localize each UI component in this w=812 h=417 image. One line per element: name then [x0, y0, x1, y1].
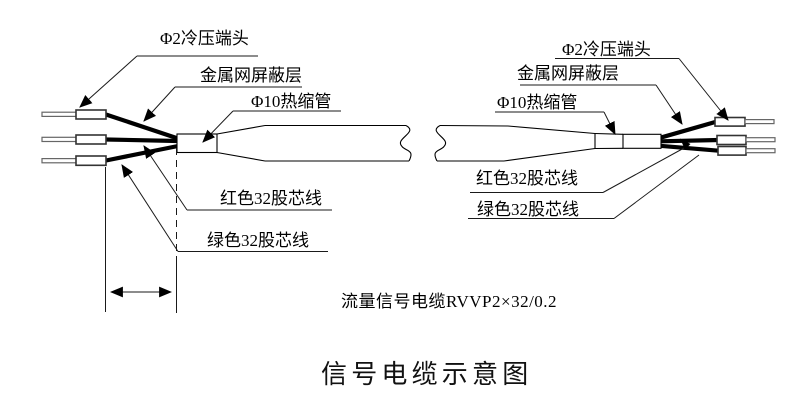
label-heat-shrink-left: Φ10热缩管	[251, 92, 331, 111]
right-green-core-wire	[659, 143, 721, 153]
terminal-pin	[41, 136, 78, 143]
cable-break-symbol	[434, 125, 447, 162]
cold-pressed-terminal	[75, 109, 107, 120]
leader-red-core	[602, 147, 685, 193]
cold-pressed-terminal	[75, 155, 107, 167]
terminal-pin	[744, 118, 775, 125]
right-core-wires	[659, 119, 721, 153]
right-red-core-wire	[659, 137, 720, 144]
label-cold-terminal-right: Φ2冷压端头	[562, 40, 651, 59]
figure-title: 信号电缆示意图	[321, 359, 532, 389]
label-green-core-right: 绿色32股芯线	[477, 200, 579, 219]
dimension-indicator	[105, 148, 177, 313]
right-callouts: Φ2冷压端头 金属网屏蔽层 Φ10热缩管 红色32股芯线 绿色32股芯线	[468, 40, 729, 219]
taper-edge	[503, 147, 596, 162]
left-heat-shrink-tube	[176, 133, 218, 154]
cold-pressed-terminal	[714, 116, 746, 127]
leader-green-core	[613, 154, 700, 219]
cold-pressed-terminal	[75, 134, 107, 145]
leader-green-core	[121, 164, 179, 252]
right-shield-wire	[659, 119, 718, 140]
label-green-core-left: 绿色32股芯线	[207, 231, 309, 250]
cable-edge	[439, 124, 509, 127]
right-cable-body	[434, 124, 624, 162]
terminal-pin	[745, 148, 776, 154]
label-red-core-left: 红色32股芯线	[220, 189, 322, 208]
label-red-core-right: 红色32股芯线	[476, 169, 578, 188]
cable-break-symbol	[399, 125, 412, 162]
taper-edge	[216, 151, 266, 162]
leader-red-core-arrowhead	[680, 138, 691, 150]
cold-pressed-terminal	[716, 134, 747, 146]
right-cable-assembly	[434, 116, 776, 162]
right-heat-shrink-tube	[622, 133, 662, 149]
label-shield-right: 金属网屏蔽层	[517, 64, 619, 83]
left-red-core-wire	[105, 137, 179, 144]
left-callouts: Φ2冷压端头 金属网屏蔽层 Φ10热缩管 红色32股芯线 绿色32股芯线	[79, 29, 341, 252]
leader-heat-shrink	[202, 110, 234, 143]
left-core-wires	[105, 112, 179, 163]
left-green-core-wire	[105, 143, 179, 163]
label-heat-shrink-right: Φ10热缩管	[497, 93, 577, 112]
neck-edge	[594, 132, 624, 135]
leader-shield	[143, 86, 176, 122]
cold-pressed-terminal	[717, 145, 747, 156]
cable-spec-text: 流量信号电缆RVVP2×32/0.2	[341, 292, 557, 311]
leader-cold-terminal	[79, 55, 138, 108]
leader-cold-terminal	[678, 58, 729, 121]
terminal-pin	[41, 111, 78, 117]
leader-heat-shrink	[603, 111, 616, 135]
terminal-pin	[41, 158, 78, 164]
leader-shield	[655, 84, 683, 125]
taper-edge	[216, 124, 266, 135]
left-cable-body	[216, 124, 412, 162]
taper-edge	[507, 125, 596, 135]
terminal-pin	[745, 137, 776, 143]
label-shield-left: 金属网屏蔽层	[200, 66, 302, 85]
right-terminals	[714, 116, 776, 156]
label-cold-terminal-left: Φ2冷压端头	[160, 29, 249, 48]
left-shield-wire	[105, 112, 179, 141]
leader-red-core	[143, 145, 188, 211]
left-terminals	[41, 109, 107, 167]
